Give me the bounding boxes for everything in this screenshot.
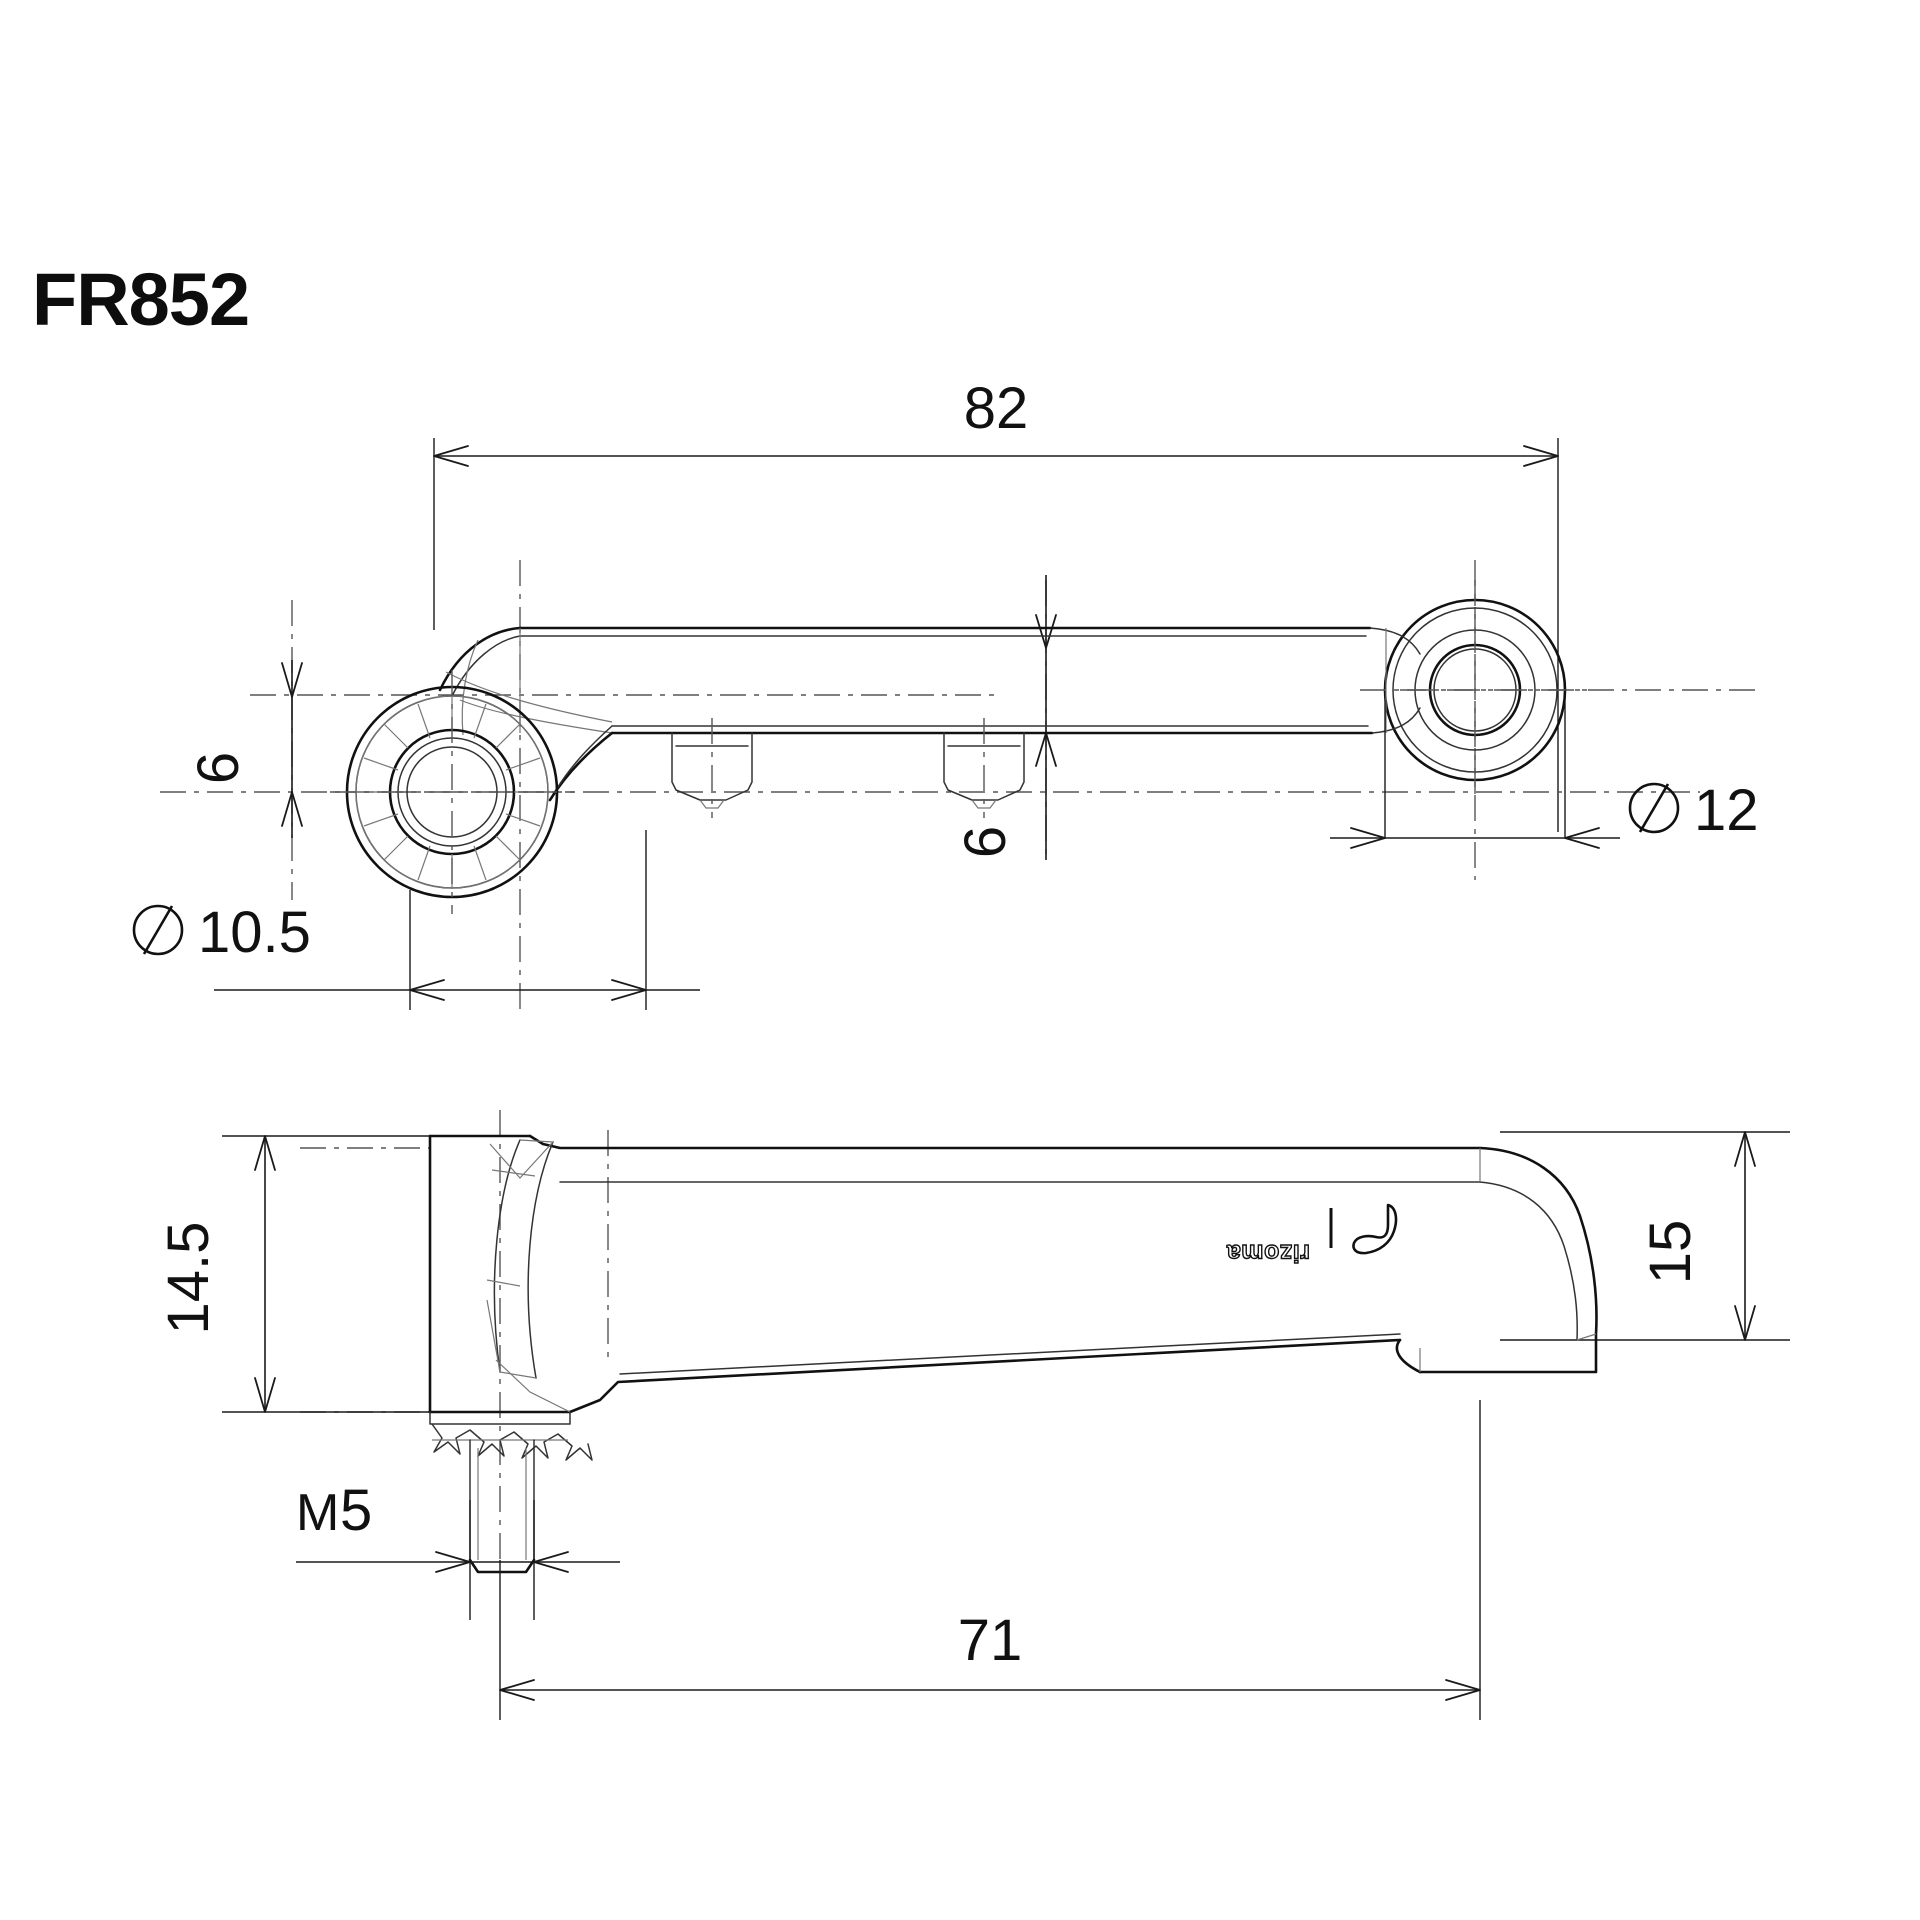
dimension-14-5: 14.5 — [156, 1135, 436, 1413]
page-title: FR852 — [32, 258, 249, 341]
dimension-diameter-10-5: 10.5 — [132, 830, 700, 1010]
dimension-diameter-12-label: 12 — [1694, 778, 1759, 843]
diameter-symbol-10-5-icon — [132, 904, 184, 956]
dimension-diameter-12: 12 — [1330, 700, 1759, 849]
rizoma-wordmark: rizoma — [1226, 1239, 1310, 1267]
dimension-15: 15 — [1500, 1131, 1790, 1341]
left-hub-spokes — [355, 695, 549, 889]
dimension-6-mid-label: 6 — [953, 826, 1018, 858]
dimension-71: 71 — [499, 1400, 1481, 1720]
dimension-thread-m5-label: 5 — [340, 1478, 372, 1543]
dimension-71-label: 71 — [958, 1608, 1023, 1673]
left-hub — [330, 670, 574, 914]
side-body-profile — [428, 1134, 1598, 1574]
dimension-82: 82 — [433, 376, 1559, 832]
dimension-diameter-10-5-label: 10.5 — [198, 900, 311, 965]
dimension-6-left: 6 — [186, 660, 303, 838]
dimension-14-5-label: 14.5 — [156, 1222, 221, 1335]
dimension-82-label: 82 — [964, 376, 1029, 441]
top-view: 82 6 6 — [132, 376, 1760, 1010]
right-hub — [1360, 580, 1590, 800]
dimension-15-label: 15 — [1638, 1220, 1703, 1285]
dimension-thread-m5: M 5 — [296, 1478, 620, 1620]
m5-stud — [468, 1439, 536, 1574]
stud-boss-2 — [943, 718, 1025, 818]
rizoma-logo-mark-icon — [1352, 1203, 1398, 1255]
serration-band — [429, 1411, 593, 1461]
diameter-symbol-12-icon — [1628, 782, 1680, 834]
dimension-6-mid: 6 — [953, 575, 1057, 860]
stud-boss-1 — [671, 718, 753, 818]
rizoma-logo: rizoma — [1225, 1238, 1311, 1267]
dimension-thread-m5-symbol: M — [296, 1484, 339, 1542]
dimension-6-left-label: 6 — [186, 752, 251, 784]
side-view: 14.5 15 — [156, 1110, 1790, 1720]
